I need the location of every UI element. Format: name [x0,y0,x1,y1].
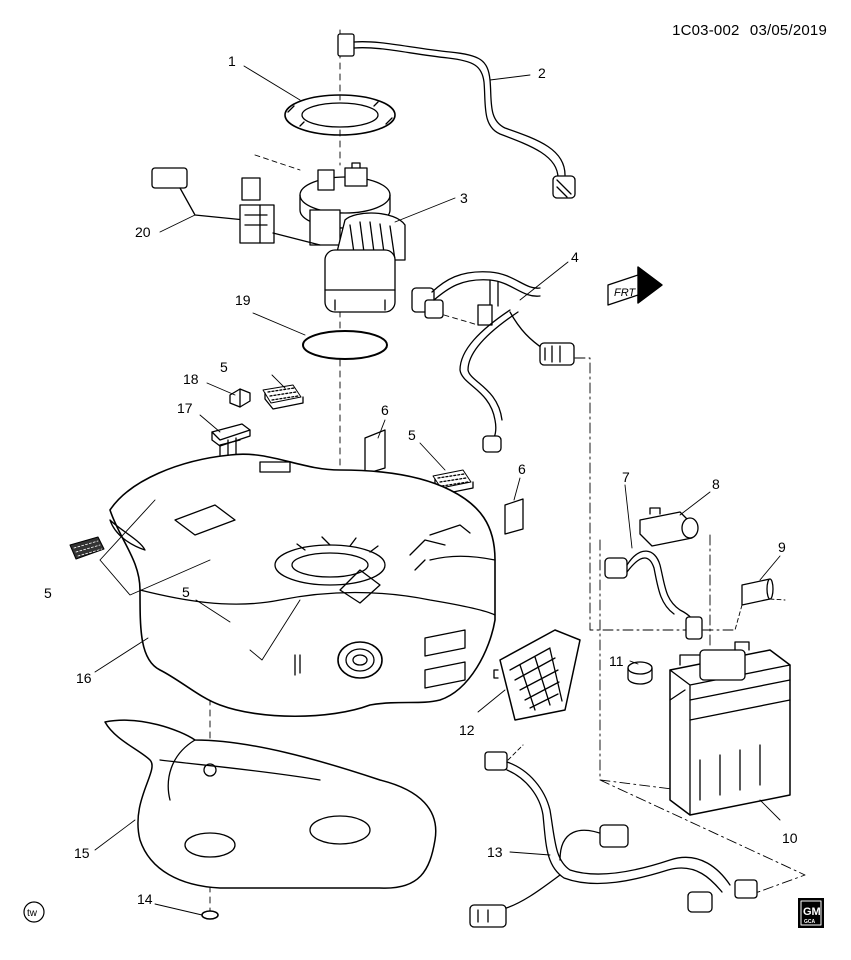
part-vent-solenoid [639,507,699,547]
part-cap [627,661,653,685]
callout-2: 2 [538,65,546,81]
callout-7: 7 [622,469,630,485]
callout-12: 12 [459,722,475,738]
part-wiring-harness [469,744,758,928]
part-fuel-level-sensor [151,167,321,246]
callout-9: 9 [778,539,786,555]
callout-numbers: 1 2 3 4 5 5 5 5 6 6 7 8 9 10 11 12 13 14… [44,53,798,907]
callout-8: 8 [712,476,720,492]
tw-mark: tw [23,901,45,923]
part-fuel-pump-module [254,154,406,313]
part-fuel-tank [109,439,496,717]
callout-14: 14 [137,891,153,907]
callout-5-left: 5 [44,585,52,601]
frt-label: FRT [614,287,636,299]
part-tank-shield [104,719,437,889]
part-nut [201,910,219,920]
diagram-reference: 1C03-002 03/05/2019 [666,22,827,39]
part-fuel-feed-line [337,33,576,199]
front-direction-marker: FRT [607,266,663,306]
part-evap-vent-tube [604,550,703,640]
part-mounting-bracket [493,629,581,721]
callout-20: 20 [135,224,151,240]
part-evap-canister [669,641,791,816]
callout-18: 18 [183,371,199,387]
callout-6-right: 6 [518,461,526,477]
part-filter [734,578,786,631]
part-evap-lines [411,271,575,453]
callout-5-bottom: 5 [182,584,190,600]
routing-line [599,539,806,896]
callout-6-left: 6 [381,402,389,418]
callout-3: 3 [460,190,468,206]
part-clip [229,388,251,408]
part-insulator-pad [69,536,105,560]
part-insulator-pad [262,384,304,410]
gm-logo-subtext: GCA [804,919,816,925]
callout-15: 15 [74,845,90,861]
callout-leader [99,499,211,596]
diagram-date: 03/05/2019 [749,22,827,39]
part-seal [302,330,388,360]
callout-5-right: 5 [408,427,416,443]
tw-label: tw [27,908,38,919]
gm-logo-text: GM [803,906,821,918]
gm-logo: GM GCA [798,898,824,928]
callout-17: 17 [177,400,193,416]
callout-10: 10 [782,830,798,846]
callout-4: 4 [571,249,579,265]
callout-13: 13 [487,844,503,860]
part-lock-ring [284,94,396,136]
callout-5-top: 5 [220,359,228,375]
part-pad [364,429,386,475]
callout-19: 19 [235,292,251,308]
diagram-code: 1C03-002 [672,22,740,39]
routing-line [574,357,736,631]
callout-1: 1 [228,53,236,69]
part-pad [504,498,524,535]
callout-leader [249,599,301,661]
callout-leaders [94,65,781,916]
callout-16: 16 [76,670,92,686]
callout-11: 11 [609,653,624,669]
